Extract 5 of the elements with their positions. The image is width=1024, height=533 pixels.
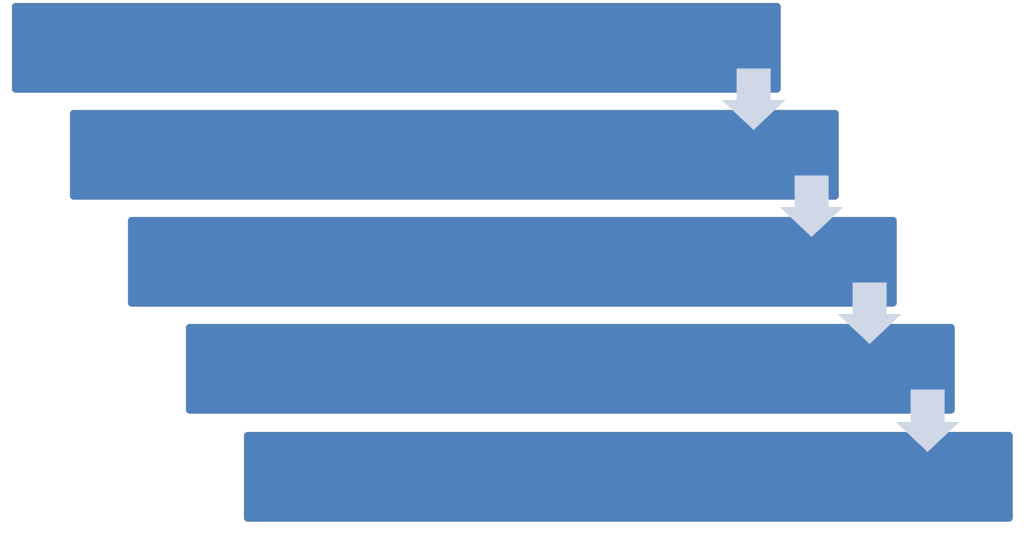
- process-box: [12, 3, 781, 93]
- process-box: [70, 110, 839, 200]
- process-box: [128, 217, 897, 307]
- process-box: [244, 432, 1013, 522]
- process-box: [186, 324, 955, 414]
